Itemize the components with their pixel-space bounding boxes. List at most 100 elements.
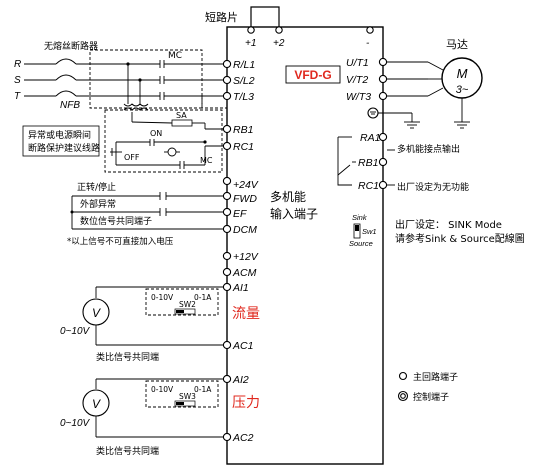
shorting-bar	[250, 6, 280, 29]
dc-label-minus: -	[366, 38, 370, 49]
ground-terminal	[367, 107, 379, 119]
sw2-switch	[174, 308, 196, 315]
transformer-icon	[123, 103, 149, 107]
label-rb1-prot: RB1	[233, 124, 253, 136]
label-vt2: V/T2	[346, 74, 368, 86]
terminal-rc1	[378, 180, 388, 190]
fwd-stop-label: 正转/停止	[77, 181, 116, 193]
breaker-contact	[55, 58, 77, 65]
terminal-fwd	[222, 191, 232, 201]
reset-label: 数位信号共同端子	[80, 215, 152, 227]
terminal-rc1-prot	[222, 141, 232, 151]
ai1-voltage-range: 0~10V	[60, 326, 91, 337]
terminal-sl2	[222, 75, 232, 85]
label-rl1: R/L1	[233, 59, 255, 71]
label-plus12v: +12V	[233, 251, 259, 263]
terminal-ac2	[222, 432, 232, 442]
label-ac2: AC2	[232, 432, 254, 444]
label-wt3: W/T3	[346, 91, 371, 103]
legend-control: 控制端子	[413, 391, 449, 403]
label-tl3: T/L3	[233, 91, 254, 103]
shorting-bar-label: 短路片	[205, 10, 238, 24]
sw3-opt-current: 0-1A	[194, 385, 212, 394]
sw2-opt-voltage: 0-10V	[151, 293, 174, 302]
label-rc1-prot: RC1	[233, 141, 254, 153]
label-rb1: RB1	[358, 157, 378, 169]
sw3-name: SW3	[179, 392, 196, 401]
sw2-name: SW2	[179, 300, 196, 309]
ai2-voltage-range: 0~10V	[60, 418, 91, 429]
drive-body	[226, 26, 384, 465]
breaker-contact	[55, 74, 77, 81]
protection-note-line2: 断路保护建议线路	[28, 142, 100, 154]
dc-terminal-plus1	[247, 26, 255, 34]
label-ra1: RA1	[360, 132, 380, 144]
terminal-ai2	[222, 374, 232, 384]
terminal-ra1	[378, 132, 388, 142]
relay-note: 多机能接点输出	[397, 143, 460, 155]
dc-label-plus2: +2	[273, 38, 285, 49]
source-label: Source	[349, 239, 373, 248]
ai1-common: 类比信号共同端	[96, 351, 159, 363]
legend-main-terminal-icon	[398, 371, 408, 381]
factory-setting: 出厂设定： SINK Mode	[395, 218, 502, 231]
sw2-box	[145, 288, 219, 316]
mc-enclosure	[89, 49, 203, 109]
on-label: ON	[150, 129, 162, 138]
terminal-vt2	[378, 74, 388, 84]
ai2-common: 类比信号共同端	[96, 445, 159, 457]
ai2-label: 压力	[232, 395, 260, 411]
nfb-label: NFB	[60, 100, 80, 111]
breaker-label: 无熔丝断路器	[44, 40, 98, 52]
terminal-ut1	[378, 57, 388, 67]
warning-label: *以上信号不可直接加入电压	[67, 236, 174, 247]
protection-enclosure	[104, 109, 223, 173]
dc-label-plus1: +1	[245, 38, 256, 49]
sw3-switch	[174, 400, 196, 407]
sa-resistor	[171, 119, 193, 127]
dc-terminal-plus2	[275, 26, 283, 34]
multifunc-line1: 多机能	[270, 190, 306, 204]
label-ai2: AI2	[232, 374, 249, 386]
label-acm: ACM	[232, 267, 257, 279]
mc-aux-label: MC	[200, 156, 213, 165]
sw3-box	[145, 380, 219, 408]
phase-t: T	[14, 91, 21, 102]
breaker-contact	[55, 90, 77, 97]
sw1-label: Sw1	[362, 227, 377, 236]
terminal-ai1	[222, 282, 232, 292]
sw2-opt-current: 0-1A	[194, 293, 212, 302]
motor-m: M	[457, 66, 468, 81]
motor-label: 马达	[446, 38, 468, 51]
sa-label: SA	[176, 111, 187, 120]
terminal-tl3	[222, 91, 232, 101]
legend-main: 主回路端子	[413, 371, 458, 383]
sw3-opt-voltage: 0-10V	[151, 385, 174, 394]
sink-label: Sink	[352, 213, 368, 222]
model-name: VFD-G	[294, 68, 331, 82]
protection-note-box	[22, 125, 100, 157]
ext-fault-label: 外部异常	[80, 198, 116, 210]
label-ef: EF	[233, 208, 247, 220]
terminal-wt3	[378, 91, 388, 101]
protection-note-line1: 异常或电源瞬间	[28, 129, 91, 141]
mc-label: MC	[168, 51, 182, 61]
refer-note: 请参考Sink & Source配線圖	[395, 232, 525, 245]
model-badge	[285, 65, 341, 84]
label-sl2: S/L2	[233, 75, 255, 87]
terminal-ac1	[222, 340, 232, 350]
terminal-dcm	[222, 224, 232, 234]
terminal-plus24v	[222, 176, 232, 186]
rc1-note: 出厂设定为无功能	[397, 181, 469, 193]
terminal-rl1	[222, 59, 232, 69]
terminal-rb1	[378, 157, 388, 167]
voltmeter-label-1: V	[92, 306, 101, 320]
ai1-label: 流量	[232, 306, 260, 322]
terminal-ef	[222, 207, 232, 217]
voltmeter-label-2: V	[92, 397, 101, 411]
terminal-plus12v	[222, 251, 232, 261]
terminal-rb1-prot	[222, 124, 232, 134]
label-ai1: AI1	[232, 282, 249, 294]
label-rc1: RC1	[358, 180, 379, 192]
